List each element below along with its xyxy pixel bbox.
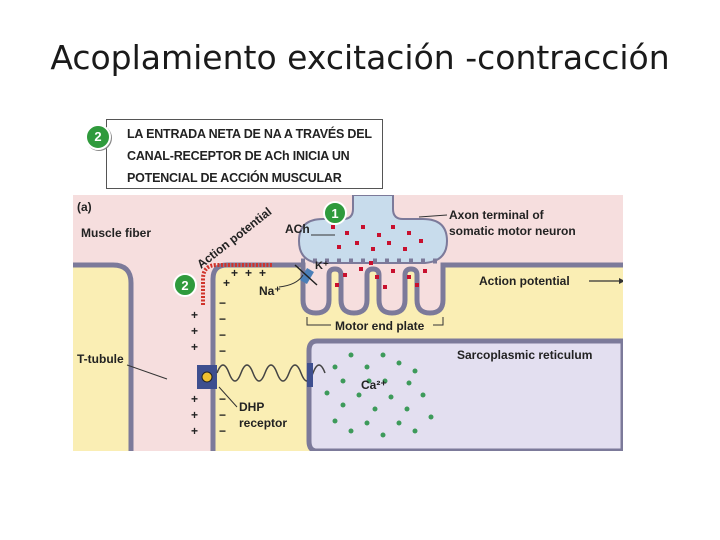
ach-molecules (331, 225, 427, 289)
dhp-receptor (197, 365, 217, 389)
label-na: Na⁺ (259, 284, 281, 298)
svg-text:2: 2 (181, 278, 188, 293)
svg-text:−: − (219, 328, 226, 342)
end-plate-label-bg (331, 319, 433, 333)
svg-text:+: + (191, 308, 198, 322)
dhp-leader (218, 386, 238, 408)
label-motor-end-plate: Motor end plate (335, 319, 425, 333)
muscle-fiber-cytoplasm (73, 265, 131, 451)
svg-text:−: − (219, 408, 226, 422)
svg-text:−: − (219, 344, 226, 358)
svg-text:+: + (245, 266, 252, 280)
step-badge-1: 1 (323, 201, 347, 225)
svg-text:−: − (219, 424, 226, 438)
svg-text:+: + (191, 408, 198, 422)
label-dhp-line-2: receptor (239, 416, 287, 430)
axon-leader (418, 214, 448, 218)
muscle-fiber-membrane (73, 262, 134, 451)
label-ca: Ca²⁺ (361, 378, 387, 392)
label-axon-line-2: somatic motor neuron (449, 224, 576, 238)
svg-text:−: − (219, 392, 226, 406)
label-axon-line-1: Axon terminal of (449, 208, 545, 222)
slide-title: Acoplamiento excitación -contracción (50, 38, 670, 77)
label-ach: ACh (285, 222, 310, 236)
svg-text:+: + (191, 324, 198, 338)
callout-line-3: POTENCIAL DE ACCIÓN MUSCULAR (127, 171, 342, 185)
svg-text:+: + (191, 424, 198, 438)
step-badge-2: 2 (173, 273, 197, 297)
membrane-charges: + + + + + + + + + + − − − − − − − (191, 266, 266, 438)
svg-text:1: 1 (331, 206, 338, 221)
label-action-potential: Action potential (479, 274, 570, 288)
label-sarcoplasmic-reticulum: Sarcoplasmic reticulum (457, 348, 592, 362)
panel-label: (a) (77, 200, 92, 214)
action-potential-arrowhead (619, 278, 623, 284)
ach-receptor-channel (294, 264, 318, 286)
svg-text:+: + (259, 266, 266, 280)
callout-box: LA ENTRADA NETA DE NA A TRAVÉS DEL CANAL… (106, 119, 383, 189)
label-dhp-line-1: DHP (239, 400, 264, 414)
svg-text:+: + (191, 340, 198, 354)
callout-text: LA ENTRADA NETA DE NA A TRAVÉS DEL CANAL… (127, 123, 382, 189)
label-muscle-fiber: Muscle fiber (81, 226, 151, 240)
svg-text:+: + (231, 266, 238, 280)
callout-line-1: LA ENTRADA NETA DE NA A TRAVÉS DEL (127, 127, 372, 141)
callout-step-badge: 2 (85, 124, 111, 150)
label-k: K⁺ (315, 260, 329, 272)
svg-text:−: − (219, 296, 226, 310)
calcium-ions (324, 352, 434, 438)
svg-text:+: + (223, 276, 230, 290)
svg-text:−: − (219, 312, 226, 326)
svg-text:+: + (191, 392, 198, 406)
label-t-tubule: T-tubule (77, 352, 124, 366)
callout-line-2: CANAL-RECEPTOR DE ACh INICIA UN (127, 149, 350, 163)
depolarized-membrane (201, 263, 273, 305)
t-tubule-leader (126, 364, 168, 380)
ryanodine-receptor (307, 363, 313, 387)
na-arrow (278, 274, 304, 288)
neuromuscular-junction-diagram: + + + + + + + + + + − − − − − − − (a) Mu… (73, 195, 623, 451)
sarcolemma (210, 262, 623, 451)
